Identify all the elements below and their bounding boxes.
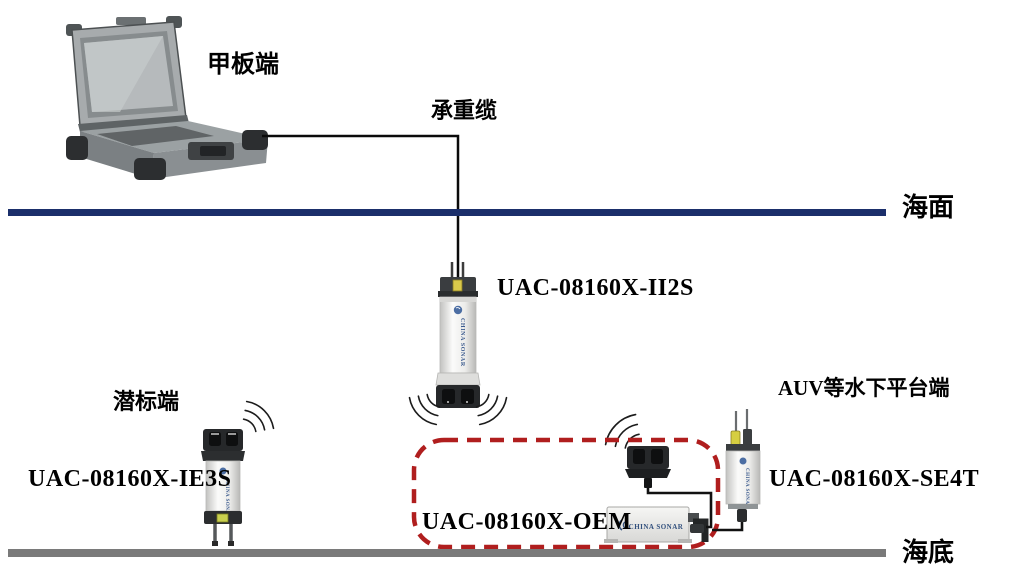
auv-platform-end-label: AUV等水下平台端	[778, 376, 950, 400]
acoustic-waves-oem	[604, 413, 640, 449]
buoy-modem-pin-tip-left	[212, 541, 218, 546]
auv-modem-top-rim	[726, 444, 760, 451]
china-sonar-logo-icon	[219, 467, 227, 475]
buoy-modem-pin-tip-right	[228, 541, 234, 546]
china-sonar-logo-icon	[618, 519, 623, 531]
surface-modem-slot-right	[461, 389, 474, 404]
wave-arc	[478, 396, 508, 426]
wave-arc	[245, 400, 275, 430]
buoy-modem-slot-mark-left	[211, 433, 219, 435]
acoustic-waves-surface-right	[475, 393, 508, 426]
surface-modem-flare	[435, 372, 481, 386]
laptop-keyboard	[97, 126, 214, 146]
oem-board-elbow-connector	[693, 518, 709, 542]
oem-board-connector	[688, 513, 699, 522]
auv-modem-cable	[712, 522, 744, 532]
oem-board-brand-text: CHINA SONAR	[629, 523, 684, 531]
surface-modem-illustration: CHINA SONAR	[435, 262, 481, 408]
buoy-end-label: 潜标端	[113, 389, 180, 414]
laptop-illustration	[66, 16, 268, 180]
auv-modem-model-label: UAC-08160X-SE4T	[769, 466, 980, 492]
china-sonar-logo-icon	[739, 457, 747, 465]
surface-modem-slot-dot-left	[447, 401, 449, 403]
buoy-modem-illustration: CHINA SONAR	[201, 429, 245, 546]
surface-modem-ring	[440, 297, 476, 302]
china-sonar-logo-swirl	[455, 307, 461, 310]
auv-modem-connector-yellow	[730, 430, 741, 446]
wave-arc	[242, 418, 257, 433]
laptop-screen-glare	[84, 36, 163, 112]
oem-board-foot-left	[604, 539, 618, 543]
surface-modem-connector	[452, 279, 463, 292]
acoustic-waves-surface-left	[408, 393, 441, 426]
auv-modem-stub	[737, 509, 747, 522]
oem-board-foot-right	[678, 539, 692, 543]
laptop-bumper-front-center	[134, 158, 166, 180]
wave-arc	[408, 396, 438, 426]
oem-transducer-slot-right	[651, 449, 663, 464]
auv-modem-brand-text: CHINA SONAR	[744, 468, 749, 509]
sea-surface-line	[8, 209, 886, 216]
laptop-hinge	[78, 115, 189, 132]
buoy-modem-slot-right	[226, 432, 238, 446]
laptop-bumper-right	[242, 130, 268, 150]
buoy-modem-model-label: UAC-08160X-IE3S	[28, 466, 232, 492]
oem-board-box	[606, 506, 690, 543]
auv-modem-illustration: CHINA SONAR	[725, 409, 761, 522]
wave-arc	[477, 395, 499, 417]
wave-arc	[614, 423, 639, 448]
wave-arc	[475, 393, 490, 408]
acoustic-waves-buoy	[242, 400, 275, 433]
oem-transducer-cable	[646, 488, 713, 529]
surface-modem-cap-flange	[438, 291, 478, 297]
oem-board-elbow-nut	[690, 524, 704, 533]
buoy-modem-slot-left	[209, 432, 221, 446]
oem-transducer-stem	[644, 478, 652, 488]
laptop-latch	[116, 17, 146, 25]
oem-transducer-flange	[625, 469, 671, 478]
surface-modem-slot-left	[442, 389, 455, 404]
wave-arc	[417, 395, 439, 417]
china-sonar-logo-icon	[453, 305, 463, 315]
seabed-label: 海底	[902, 538, 955, 567]
china-sonar-logo-swirl	[622, 521, 626, 529]
laptop-port	[200, 146, 226, 156]
seabed-line	[8, 549, 886, 557]
oem-boundary	[411, 437, 721, 550]
load-bearing-cable-line	[262, 134, 460, 284]
buoy-modem-connector	[216, 513, 229, 523]
oem-module-model-label: UAC-08160X-OEM	[422, 509, 632, 535]
buoy-modem-brand-text: CHINA SONAR	[224, 478, 229, 519]
buoy-modem-slot-mark-right	[228, 433, 236, 435]
deck-end-label: 甲板端	[207, 52, 279, 78]
wave-arc	[426, 393, 441, 408]
sea-surface-label: 海面	[902, 193, 955, 222]
laptop-bumper-front-left	[66, 136, 88, 160]
auv-modem-connector-dark	[743, 429, 752, 445]
surface-modem-model-label: UAC-08160X-II2S	[497, 275, 694, 301]
surface-modem-brand-text: CHINA SONAR	[459, 318, 465, 367]
oem-transducer-slot-left	[633, 449, 645, 464]
oem-module-illustration: CHINA SONAR	[604, 446, 709, 543]
wave-arc	[244, 409, 266, 431]
surface-modem-slot-dot-right	[466, 401, 468, 403]
auv-modem-bottom-rim	[728, 504, 758, 509]
buoy-modem-flange	[201, 451, 245, 461]
load-bearing-cable-label: 承重缆	[431, 98, 498, 123]
